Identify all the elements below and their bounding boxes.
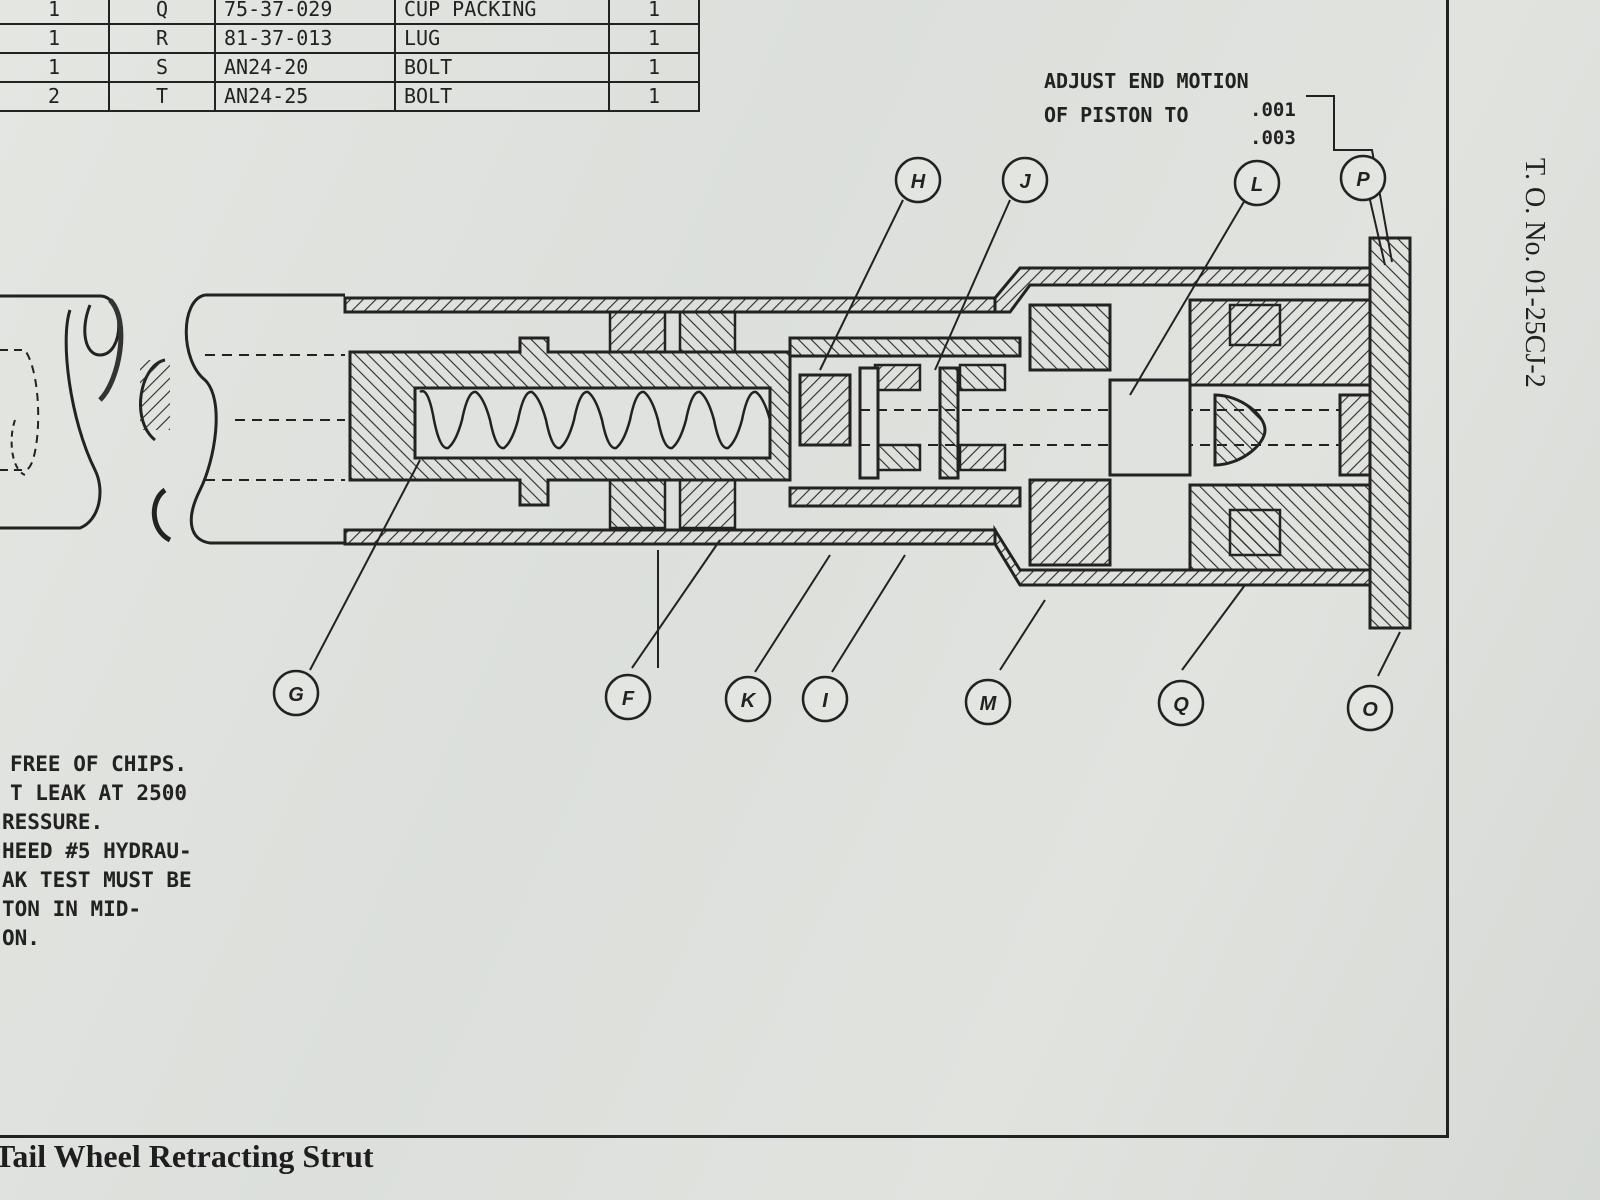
tolerance-lower: .003 — [1250, 127, 1296, 149]
drawing-border — [0, 0, 1449, 1138]
table-cell: BOLT — [394, 81, 610, 112]
callout-label: M — [980, 693, 998, 715]
note-line: HEED #5 HYDRAU- — [2, 839, 192, 863]
end-plug — [1028, 298, 1372, 572]
callout-label: G — [288, 684, 304, 706]
end-motion-line-2: OF PISTON TO — [1044, 103, 1189, 127]
valve-stem — [788, 336, 1340, 508]
notes-block: FREE OF CHIPS. T LEAK AT 2500 RESSURE. H… — [0, 750, 192, 953]
note-line: T LEAK AT 2500 — [10, 781, 188, 805]
callout-label: L — [1251, 174, 1263, 196]
callouts-top: H J L P — [894, 154, 1387, 207]
table-cell: CUP PACKING — [394, 0, 610, 25]
callout-label: P — [1356, 169, 1370, 191]
callout-label: H — [911, 171, 926, 193]
table-cell: 1 — [0, 23, 110, 54]
callout-i: I — [801, 675, 849, 723]
table-cell: LUG — [394, 23, 610, 54]
document-number: T. O. No. 01-25CJ-2 — [1519, 158, 1550, 388]
table-cell: 1 — [0, 52, 110, 83]
callout-label: Q — [1173, 694, 1189, 716]
callout-j: J — [1001, 156, 1049, 204]
callouts-bottom: G F K I M Q O — [272, 669, 1394, 732]
note-line: ON. — [2, 926, 40, 950]
table-cell: T — [108, 81, 216, 112]
callout-label: K — [741, 690, 757, 712]
rod-section-middle — [139, 293, 345, 545]
table-cell: 1 — [608, 23, 700, 54]
piston-body — [348, 336, 792, 507]
callout-m: M — [964, 678, 1012, 726]
table-cell: R — [108, 23, 216, 54]
leader-lines — [309, 199, 1401, 677]
callout-label: J — [1019, 171, 1031, 193]
note-line: RESSURE. — [2, 810, 104, 834]
rod-section-left — [0, 294, 124, 530]
callout-label: F — [622, 688, 635, 710]
parts-list-table: 1 Q 75-37-029 CUP PACKING 1 1 R 81-37-01… — [0, 0, 700, 112]
callout-f: F — [604, 673, 652, 721]
callout-p: P — [1339, 154, 1387, 202]
table-row: 1 S AN24-20 BOLT 1 — [0, 52, 700, 83]
callout-k: K — [724, 675, 772, 723]
table-cell: 1 — [608, 81, 700, 112]
table-row: 2 T AN24-25 BOLT 1 — [0, 81, 700, 112]
tolerance-values: .001 .003 — [1250, 96, 1296, 152]
end-motion-line-1: ADJUST END MOTION — [1044, 69, 1249, 93]
table-cell: 1 — [608, 0, 700, 25]
callout-g: G — [272, 669, 320, 717]
table-cell: 81-37-013 — [214, 23, 396, 54]
table-cell: 2 — [0, 81, 110, 112]
callout-label: O — [1362, 699, 1378, 721]
table-cell: BOLT — [394, 52, 610, 83]
callout-label: I — [822, 690, 828, 712]
table-cell: AN24-25 — [214, 81, 396, 112]
table-cell: AN24-20 — [214, 52, 396, 83]
table-cell: 75-37-029 — [214, 0, 396, 25]
note-line: AK TEST MUST BE — [2, 868, 192, 892]
table-row: 1 Q 75-37-029 CUP PACKING 1 — [0, 0, 700, 25]
spring — [419, 389, 772, 450]
callout-h: H — [894, 156, 942, 204]
table-cell: 1 — [0, 0, 110, 25]
table-cell: S — [108, 52, 216, 83]
callout-q: Q — [1157, 679, 1205, 727]
table-row: 1 R 81-37-013 LUG 1 — [0, 23, 700, 54]
note-line: TON IN MID- — [2, 897, 142, 921]
tolerance-upper: .001 — [1250, 99, 1296, 121]
table-cell: Q — [108, 0, 216, 25]
callout-l: L — [1233, 159, 1281, 207]
cylinder-barrel — [343, 236, 1412, 630]
table-cell: 1 — [608, 52, 700, 83]
note-line: FREE OF CHIPS. — [10, 752, 188, 776]
callout-o: O — [1346, 684, 1394, 732]
figure-caption: Tail Wheel Retracting Strut — [0, 1138, 374, 1174]
end-motion-note: ADJUST END MOTION OF PISTON TO — [1044, 64, 1249, 132]
